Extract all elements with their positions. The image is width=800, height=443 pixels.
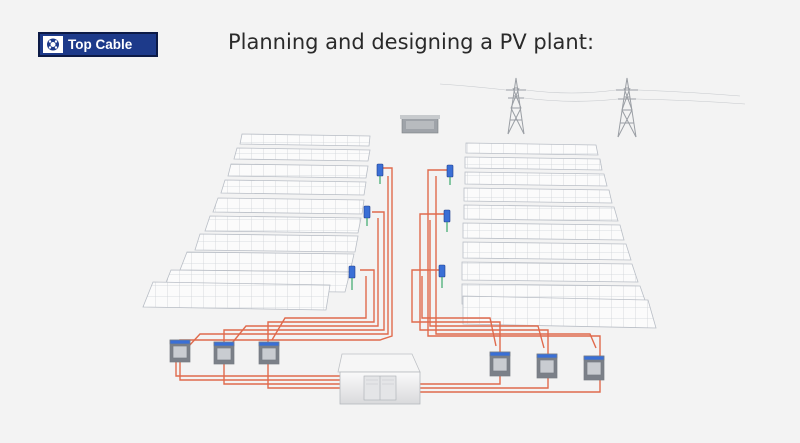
page-title: Planning and designing a PV plant: <box>228 30 595 54</box>
power-pylons <box>439 77 746 138</box>
cable-reel-icon <box>43 36 63 53</box>
brand-logo: Top Cable <box>38 32 158 57</box>
substation-building <box>400 115 440 134</box>
transformer-house <box>337 353 421 405</box>
inverters <box>169 339 605 381</box>
brand-name: Top Cable <box>68 37 133 52</box>
solar-array-right <box>461 142 657 329</box>
combiner-boxes <box>348 163 454 290</box>
solar-array-left <box>142 133 371 311</box>
